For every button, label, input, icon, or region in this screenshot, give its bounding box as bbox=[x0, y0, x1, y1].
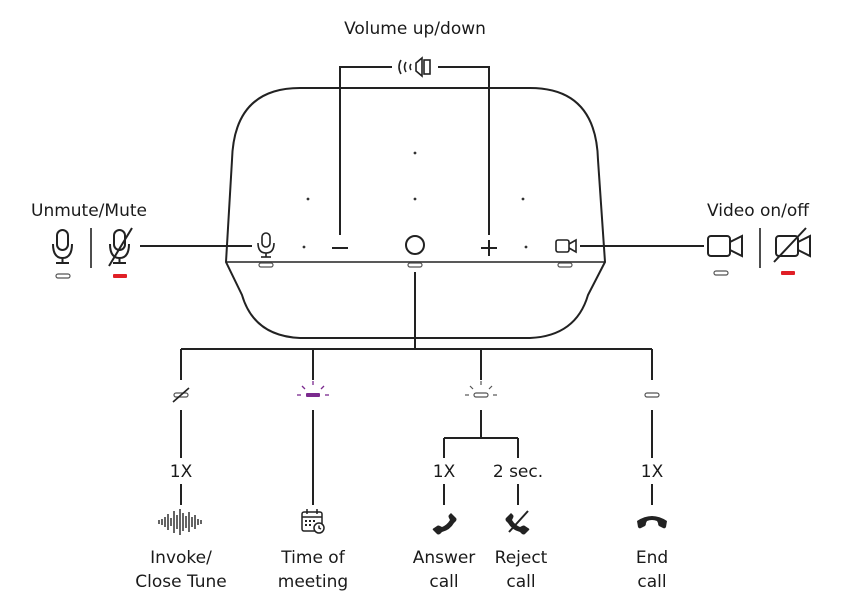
volume-label: Volume up/down bbox=[344, 19, 486, 39]
invoke-caption: Invoke/ Close Tune bbox=[111, 546, 251, 594]
end-caption-line1: End bbox=[635, 548, 669, 568]
end-led-state bbox=[644, 392, 660, 398]
meeting-caption-line1: Time of bbox=[281, 548, 345, 568]
device-camera-led bbox=[557, 262, 573, 268]
device-camera-icon bbox=[555, 238, 577, 254]
unmute-mute-label: Unmute/Mute bbox=[31, 201, 147, 221]
calendar-icon bbox=[301, 509, 325, 534]
end-count: 1X bbox=[640, 462, 664, 482]
end-caption-line2: call bbox=[637, 572, 667, 592]
invoke-caption-line1: Invoke/ bbox=[150, 548, 212, 568]
device-mic-icon bbox=[257, 232, 275, 258]
meeting-caption-line2: meeting bbox=[277, 572, 349, 592]
function-tree bbox=[180, 272, 653, 505]
phone-reject-icon bbox=[505, 510, 530, 535]
mic-led bbox=[55, 273, 71, 279]
camera-led bbox=[713, 270, 729, 276]
end-caption: End call bbox=[607, 546, 697, 594]
video-label: Video on/off bbox=[706, 201, 810, 221]
invoke-count: 1X bbox=[169, 462, 193, 482]
device-mic-led bbox=[258, 262, 274, 268]
microphone-muted-icon bbox=[108, 227, 133, 267]
answer-caption-line1: Answer bbox=[412, 548, 476, 568]
call-led-state bbox=[465, 381, 497, 398]
speaker-icon bbox=[398, 56, 431, 78]
answer-caption: Answer call bbox=[399, 546, 489, 594]
camera-off-led bbox=[781, 271, 795, 275]
mute-led bbox=[113, 274, 127, 278]
volume-up-control bbox=[481, 240, 497, 256]
volume-connector bbox=[339, 66, 392, 235]
phone-end-icon bbox=[637, 516, 667, 529]
reject-count: 2 sec. bbox=[492, 462, 544, 482]
phone-answer-icon bbox=[432, 513, 457, 535]
meeting-caption: Time of meeting bbox=[243, 546, 383, 594]
reject-caption: Reject call bbox=[476, 546, 566, 594]
answer-caption-line2: call bbox=[429, 572, 459, 592]
invoke-led-state bbox=[172, 387, 190, 403]
center-led bbox=[407, 262, 423, 268]
answer-count: 1X bbox=[432, 462, 456, 482]
microphone-icon bbox=[52, 229, 73, 264]
reject-caption-line1: Reject bbox=[494, 548, 548, 568]
waveform-icon bbox=[158, 509, 202, 535]
invoke-caption-line2: Close Tune bbox=[135, 572, 227, 592]
video-camera-off-icon bbox=[773, 227, 811, 263]
device-dots bbox=[302, 151, 528, 249]
reject-caption-line2: call bbox=[506, 572, 536, 592]
device-body bbox=[224, 87, 607, 339]
video-camera-icon bbox=[707, 234, 743, 258]
volume-connector-right bbox=[438, 66, 490, 235]
center-button bbox=[405, 235, 425, 255]
meeting-led-state bbox=[297, 381, 329, 397]
